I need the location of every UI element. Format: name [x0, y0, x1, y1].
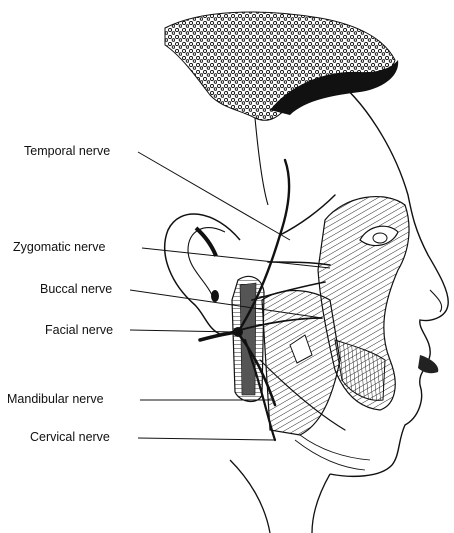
- buccal-nerve-label: Buccal nerve: [40, 283, 112, 296]
- cervical-nerve-label: Cervical nerve: [30, 431, 110, 444]
- neck-front: [312, 474, 330, 533]
- mandibular-nerve-label: Mandibular nerve: [7, 393, 104, 406]
- neck-back: [230, 460, 270, 533]
- zygomatic-nerve-label: Zygomatic nerve: [13, 241, 105, 254]
- leader-temporal: [138, 152, 290, 240]
- lips: [418, 355, 438, 373]
- temporal-nerve-label: Temporal nerve: [24, 145, 110, 158]
- leader-facial: [130, 330, 235, 332]
- leader-cervical: [138, 438, 275, 440]
- facial-nerve-label: Facial nerve: [45, 324, 113, 337]
- leader-zygomatic: [142, 248, 330, 268]
